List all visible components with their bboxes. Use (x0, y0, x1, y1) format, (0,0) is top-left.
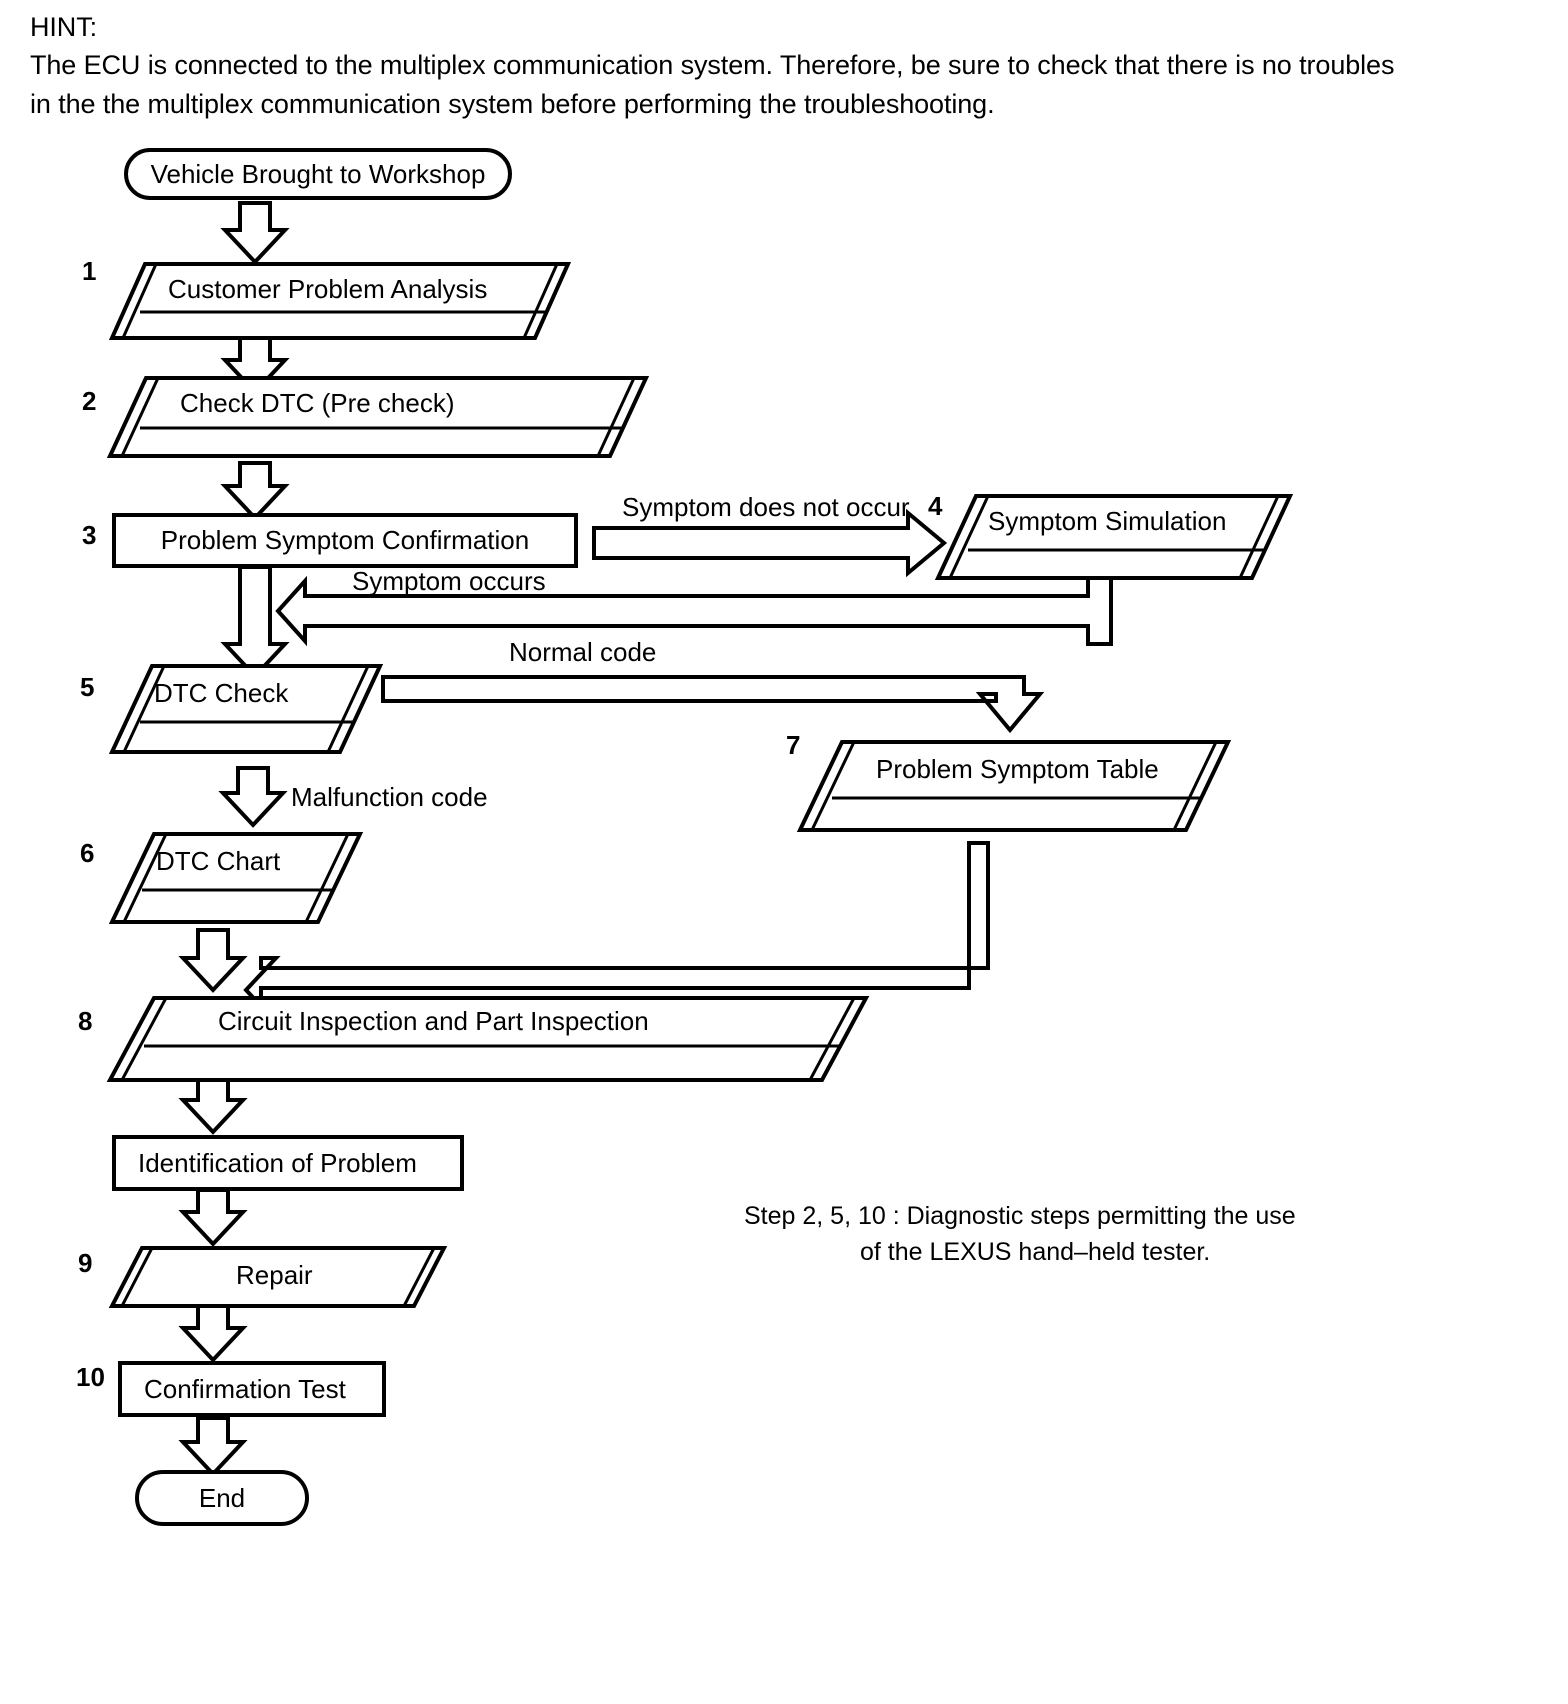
node-step-7[interactable]: Problem Symptom Table (796, 740, 1232, 832)
node-step-6[interactable]: DTC Chart (108, 832, 364, 924)
arrow-8-to-identification (178, 1076, 248, 1135)
node-step-9-label: Repair (236, 1260, 313, 1290)
step-number-8: 8 (78, 1006, 93, 1036)
node-step-10-label: Confirmation Test (144, 1373, 346, 1404)
node-step-2[interactable]: Check DTC (Pre check) (106, 376, 650, 458)
step-number-7: 7 (786, 730, 801, 760)
step-number-4: 4 (928, 491, 943, 521)
edge-label-symptom-does-not-occur: Symptom does not occur (622, 492, 910, 522)
node-step-6-label: DTC Chart (156, 846, 281, 876)
edge-label-symptom-occurs: Symptom occurs (352, 566, 546, 596)
legend-line-2: of the LEXUS hand–held tester. (860, 1238, 1211, 1267)
node-identification-of-problem-label: Identification of Problem (138, 1147, 417, 1178)
legend-line-1: Step 2, 5, 10 : Diagnostic steps permitt… (744, 1202, 1296, 1230)
node-step-4-label: Symptom Simulation (988, 506, 1227, 536)
legend: Step 2, 5, 10 : Diagnostic steps permitt… (744, 1198, 1296, 1271)
arrow-6-to-8 (178, 928, 248, 993)
node-start-label: Vehicle Brought to Workshop (150, 158, 486, 189)
arrow-3-to-5 (220, 565, 290, 679)
node-step-3-label: Problem Symptom Confirmation (160, 525, 530, 555)
hint-label: HINT: (30, 12, 98, 42)
node-step-4[interactable]: Symptom Simulation (934, 494, 1294, 580)
node-step-1[interactable]: Customer Problem Analysis (108, 262, 572, 340)
step-number-10: 10 (76, 1362, 105, 1392)
node-end-label: End (198, 1482, 246, 1513)
step-number-3: 3 (82, 520, 97, 550)
step-number-1: 1 (82, 256, 97, 286)
hint-body: The ECU is connected to the multiplex co… (30, 50, 1395, 119)
arrow-9-to-10 (178, 1304, 248, 1363)
node-step-7-label: Problem Symptom Table (876, 754, 1159, 784)
edge-label-normal-code: Normal code (509, 637, 657, 667)
hint-block: HINT: The ECU is connected to the multip… (30, 8, 1410, 123)
node-start[interactable]: Vehicle Brought to Workshop (124, 148, 512, 200)
node-step-5[interactable]: DTC Check (108, 664, 384, 754)
step-number-5: 5 (80, 672, 95, 702)
node-end[interactable]: End (135, 1470, 309, 1526)
node-step-10[interactable]: Confirmation Test (118, 1361, 386, 1417)
arrow-2-to-3 (220, 461, 290, 521)
node-step-8[interactable]: Circuit Inspection and Part Inspection (106, 996, 870, 1082)
step-number-6: 6 (80, 838, 95, 868)
step-number-2: 2 (82, 386, 97, 416)
node-step-9[interactable]: Repair (108, 1246, 448, 1308)
arrow-3-to-4 (592, 508, 948, 578)
arrow-5-to-7 (381, 675, 1045, 734)
arrow-10-to-end (178, 1416, 248, 1477)
node-step-3[interactable]: Problem Symptom Confirmation (112, 513, 578, 568)
arrow-identification-to-9 (178, 1188, 248, 1247)
node-step-8-label: Circuit Inspection and Part Inspection (218, 1006, 649, 1036)
node-step-2-label: Check DTC (Pre check) (180, 388, 455, 418)
node-identification-of-problem[interactable]: Identification of Problem (112, 1135, 464, 1191)
arrow-start-to-1 (220, 201, 290, 265)
arrow-5-to-6 (218, 766, 288, 828)
node-step-5-label: DTC Check (154, 678, 289, 708)
step-number-9: 9 (78, 1248, 93, 1278)
node-step-1-label: Customer Problem Analysis (168, 274, 488, 304)
edge-label-malfunction-code: Malfunction code (291, 782, 488, 812)
